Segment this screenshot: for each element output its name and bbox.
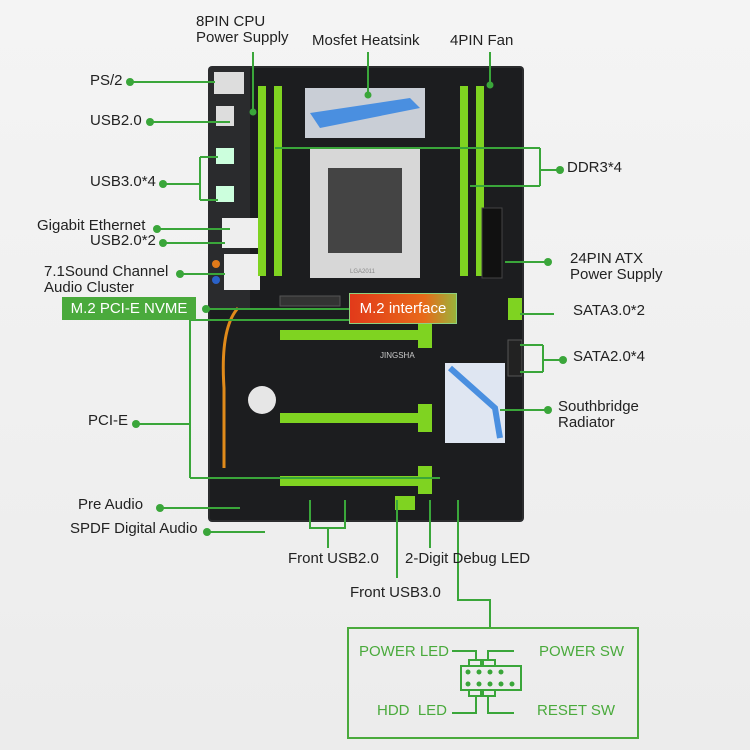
front-panel-header-pins — [452, 650, 522, 714]
usb20-label: USB2.0 — [90, 112, 142, 129]
usb20-dot — [146, 118, 154, 126]
fan-label: 4PIN Fan — [450, 32, 514, 49]
m2-dot — [202, 305, 210, 313]
cpu-power-line1: 8PIN CPU — [196, 13, 266, 30]
pcie-dot — [132, 420, 140, 428]
atx-line1: 24PIN ATX — [570, 250, 644, 267]
spdf-dot — [203, 528, 211, 536]
pcie-label: PCI-E — [88, 412, 129, 429]
southbridge-line1: Southbridge — [558, 398, 639, 415]
sata3-label: SATA3.0*2 — [573, 302, 645, 319]
southbridge-line2: Radiator — [558, 414, 615, 431]
gigabit-label: Gigabit Ethernet — [37, 217, 146, 234]
debug-led-label: 2-Digit Debug LED — [405, 550, 531, 567]
spdf-label: SPDF Digital Audio — [70, 520, 198, 537]
front-usb20-label: Front USB2.0 — [288, 550, 379, 567]
sound-line2: Audio Cluster — [44, 279, 135, 296]
brand-text: JINGSHA — [380, 351, 415, 360]
sound-dot — [176, 270, 184, 278]
reset-sw-label: RESET SW — [537, 702, 616, 719]
cpu-power-line2: Power Supply — [196, 29, 289, 46]
front-panel-diagram: POWER LED POWER SW HDD LED RESET SW — [347, 627, 639, 739]
atx-line2: Power Supply — [570, 266, 663, 283]
m2-interface-label: M.2 interface — [349, 293, 457, 324]
front-usb30-label: Front USB3.0 — [350, 584, 441, 601]
southbridge-dot — [544, 406, 552, 414]
sata2-label: SATA2.0*4 — [573, 348, 645, 365]
svg-text:LGA2011: LGA2011 — [350, 269, 376, 275]
ddr3-label: DDR3*4 — [567, 159, 623, 176]
pre-audio-dot — [156, 504, 164, 512]
usb30x4-label: USB3.0*4 — [90, 173, 156, 190]
sound-line1: 7.1Sound Channel — [44, 263, 169, 280]
ps2-label: PS/2 — [90, 72, 123, 89]
power-led-label: POWER LED — [359, 643, 450, 660]
atx-dot — [544, 258, 552, 266]
gigabit-dot — [153, 225, 161, 233]
usb20x2-dot — [159, 239, 167, 247]
sata2-dot — [559, 356, 567, 364]
pre-audio-label: Pre Audio — [78, 496, 144, 513]
m2-nvme-label: M.2 PCI-E NVME — [62, 297, 196, 320]
ps2-dot — [126, 78, 134, 86]
usb30x4-dot — [159, 180, 167, 188]
power-sw-label: POWER SW — [539, 643, 624, 660]
ddr3-dot — [556, 166, 564, 174]
hdd-led-label: HDD LED — [377, 702, 448, 719]
usb20x2-label: USB2.0*2 — [90, 232, 156, 249]
mosfet-label: Mosfet Heatsink — [312, 32, 420, 49]
